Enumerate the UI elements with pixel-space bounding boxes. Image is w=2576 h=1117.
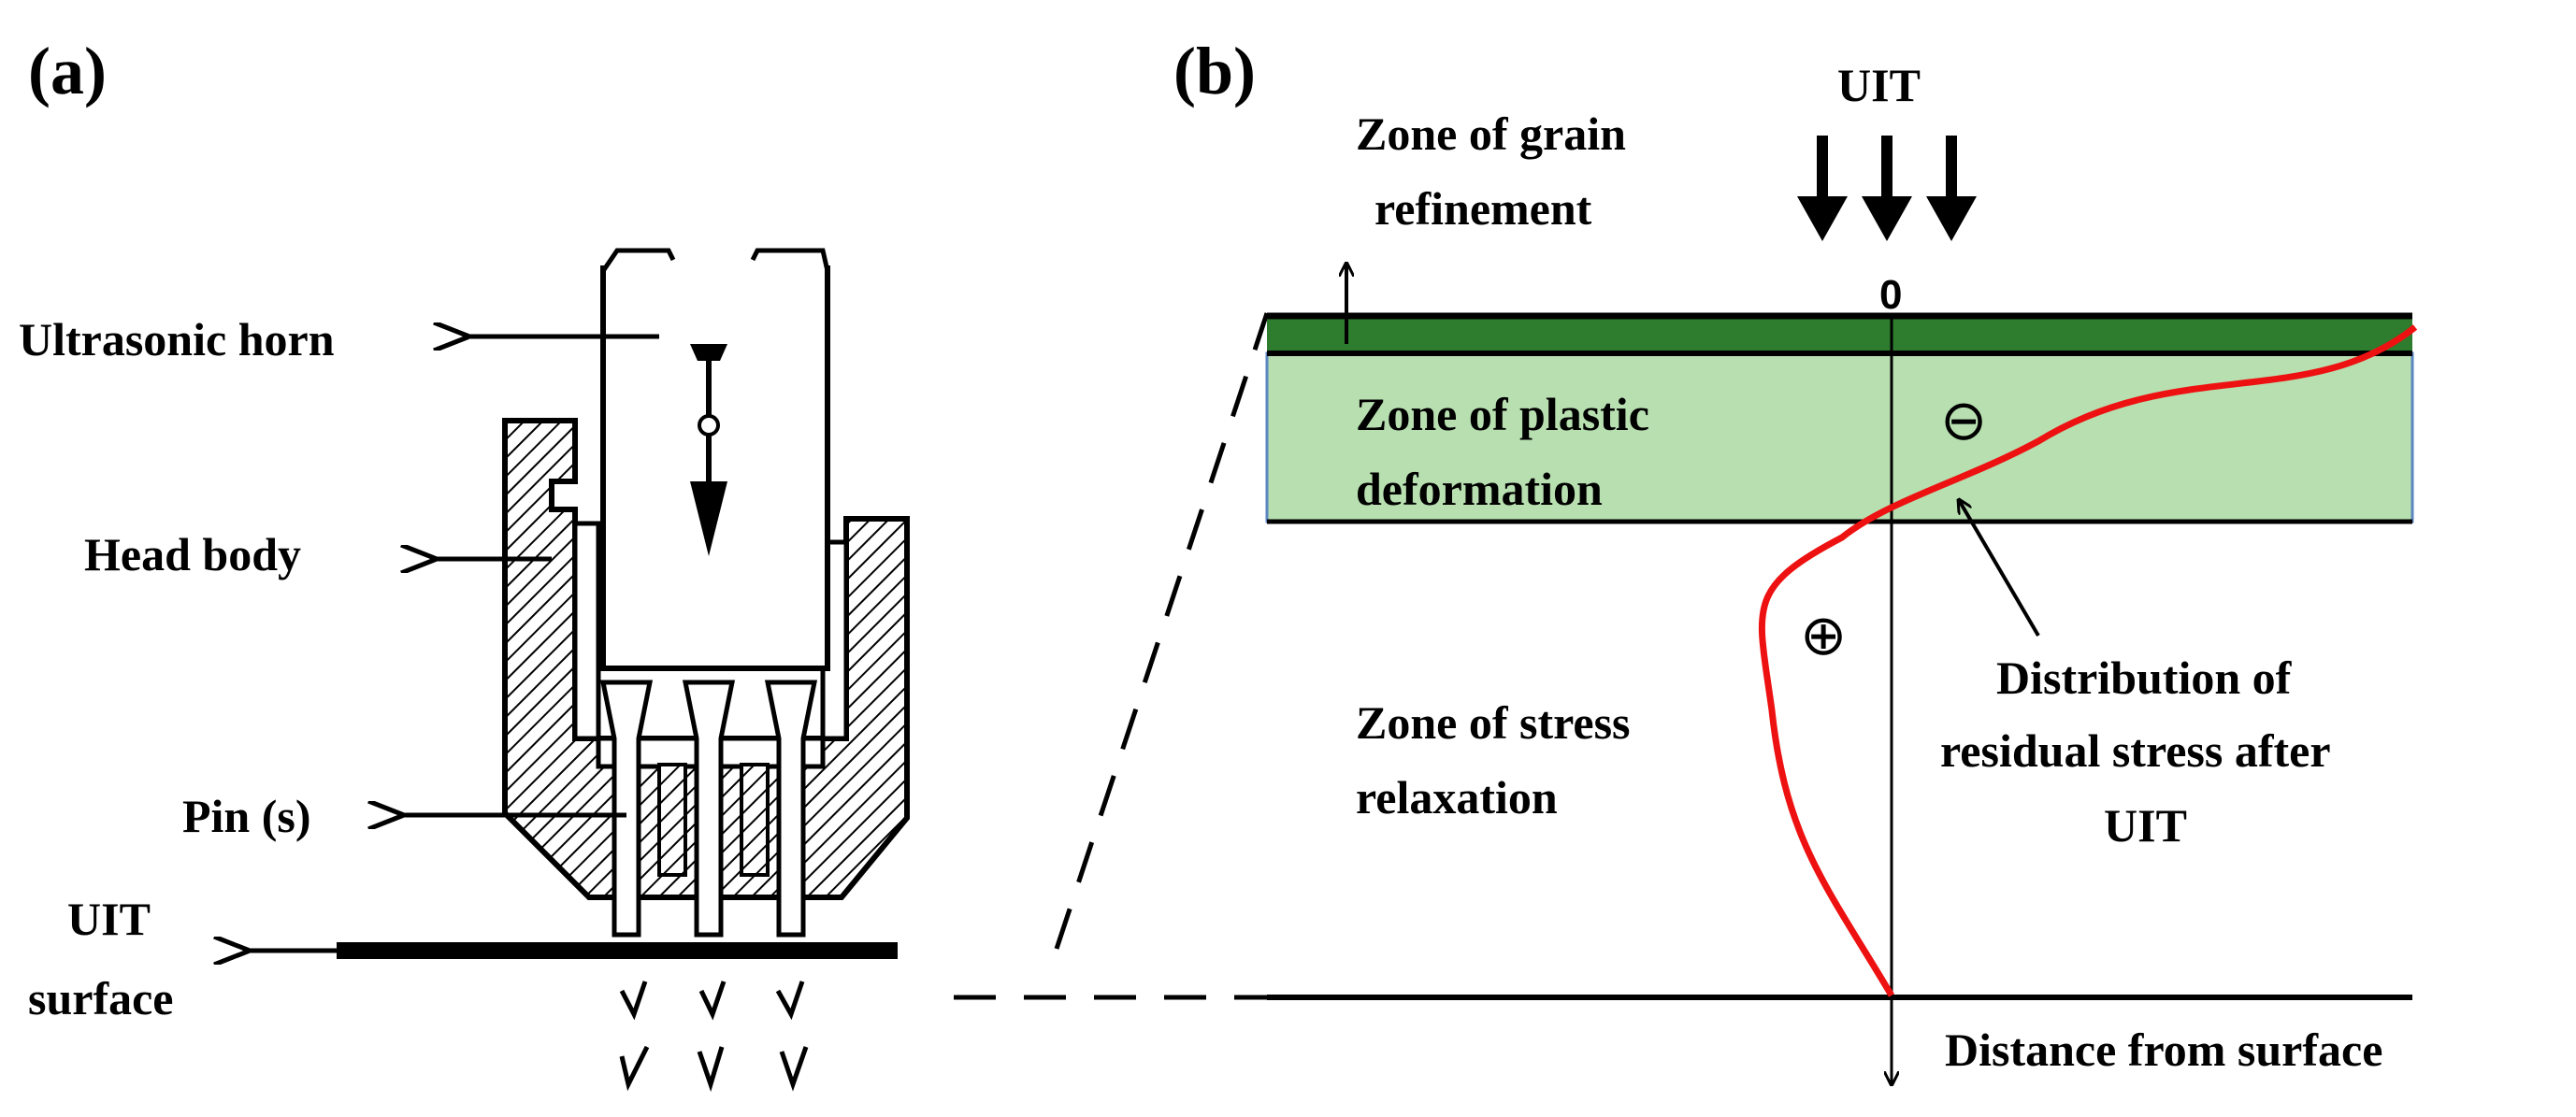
label-uit-top: UIT bbox=[1837, 59, 1921, 111]
panel-b-tag: (b) bbox=[1173, 34, 1256, 108]
label-distribution-1: Distribution of bbox=[1996, 652, 2293, 704]
tool-marks bbox=[619, 981, 809, 1093]
positive-sign-icon: ⊕ bbox=[1800, 603, 1847, 668]
zoom-lines bbox=[954, 312, 1270, 1000]
pin bbox=[599, 680, 654, 938]
panel-b: (b) UIT 0 Zone of grain refinement Zone … bbox=[1173, 34, 2418, 1084]
pin bbox=[764, 680, 818, 938]
pin bbox=[682, 680, 736, 938]
distribution-arrow bbox=[1959, 500, 2040, 637]
label-distribution-2: residual stress after bbox=[1940, 724, 2331, 777]
axis-label-distance: Distance from surface bbox=[1945, 1024, 2382, 1076]
label-surface: surface bbox=[28, 972, 174, 1024]
uit-surface-plate bbox=[337, 942, 898, 959]
label-pins: Pin (s) bbox=[182, 790, 311, 842]
label-plastic-2: deformation bbox=[1356, 463, 1603, 515]
label-grain-1: Zone of grain bbox=[1356, 107, 1626, 160]
zero-label: 0 bbox=[1879, 272, 1902, 318]
label-distribution-3: UIT bbox=[2104, 799, 2187, 852]
ultrasonic-horn bbox=[598, 245, 837, 671]
label-relax-2: relaxation bbox=[1356, 771, 1558, 823]
negative-sign-icon: ⊖ bbox=[1940, 388, 1987, 453]
residual-stress-curve bbox=[1758, 324, 2418, 997]
pins bbox=[599, 680, 818, 938]
panel-a: (a) bbox=[19, 34, 910, 1093]
label-grain-2: refinement bbox=[1374, 182, 1592, 235]
panel-a-tag: (a) bbox=[28, 34, 107, 108]
label-uit: UIT bbox=[67, 893, 151, 945]
label-relax-1: Zone of stress bbox=[1356, 696, 1631, 749]
label-plastic-1: Zone of plastic bbox=[1356, 388, 1649, 440]
label-ultrasonic-horn: Ultrasonic horn bbox=[19, 313, 335, 365]
label-head-body: Head body bbox=[84, 528, 301, 580]
grain-refinement-zone bbox=[1267, 316, 2412, 353]
uit-impact-arrows-icon bbox=[1797, 136, 1977, 241]
oscillation-arrow-icon bbox=[690, 344, 727, 556]
